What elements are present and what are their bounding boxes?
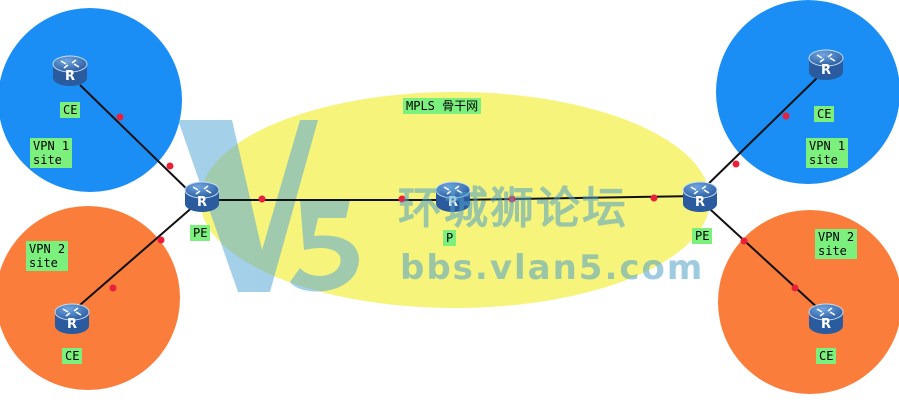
router-label-pe-right: PE: [692, 228, 713, 244]
watermark-url: bbs.vlan5.com: [400, 248, 705, 288]
router-label-pe-left: PE: [190, 225, 211, 241]
link-ce-pe-right-bottom: [699, 199, 821, 311]
links: [79, 74, 821, 311]
site-label-vpn2-right: VPN 2 site: [815, 229, 858, 259]
watermark-title: 环城狮论坛: [398, 183, 628, 234]
link-ce-pe-right-top: [699, 74, 821, 193]
watermark-logo-icon: [178, 120, 359, 292]
site-vpn2-right: [718, 210, 899, 394]
port-dot: [166, 162, 174, 170]
backbone-label: MPLS 骨干网: [403, 98, 482, 114]
site-label-vpn1-left: VPN 1 site: [30, 138, 73, 168]
link-ce-pe-left-bottom: [79, 204, 196, 306]
router-icon: [682, 181, 718, 213]
port-dot: [109, 284, 117, 292]
site-vpn2-left: [0, 206, 180, 390]
port-dot: [732, 160, 740, 168]
router-icon: [808, 49, 844, 81]
site-label-vpn2-left: VPN 2 site: [26, 241, 69, 271]
site-vpn1-right: [716, 0, 899, 184]
port-dot: [116, 113, 124, 121]
router-label-p: P: [443, 230, 457, 246]
site-vpn1-left: [0, 8, 182, 192]
site-label-vpn1-right: VPN 1 site: [806, 138, 849, 168]
link-ce-pe-left-top: [79, 84, 196, 198]
port-dot: [782, 112, 790, 120]
port-dot: [650, 194, 658, 202]
port-dot: [398, 195, 406, 203]
router-label-ce-right-top: CE: [814, 106, 835, 122]
router-icon: [808, 303, 844, 335]
port-dot: [740, 237, 748, 245]
router-label-ce-right-bottom: CE: [816, 348, 837, 364]
port-dot: [157, 236, 165, 244]
router-icon: [54, 303, 90, 335]
router-label-ce-left-bottom: CE: [62, 348, 83, 364]
port-dot: [508, 195, 516, 203]
port-dot: [258, 195, 266, 203]
link-p-pe-right: [452, 195, 701, 201]
port-dot: [791, 284, 799, 292]
router-icon: [52, 55, 88, 87]
ports: [109, 112, 799, 292]
router-label-ce-left-top: CE: [60, 102, 81, 118]
router-icon: [184, 181, 220, 213]
